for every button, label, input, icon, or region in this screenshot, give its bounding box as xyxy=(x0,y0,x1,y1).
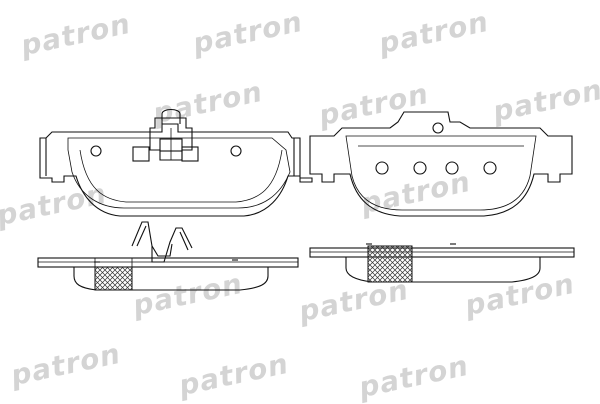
front-brake-pad-side xyxy=(37,221,299,291)
rear-brake-pad-face xyxy=(309,111,573,217)
rear-brake-pad-side xyxy=(309,243,575,283)
front-brake-pad-face xyxy=(39,108,313,217)
